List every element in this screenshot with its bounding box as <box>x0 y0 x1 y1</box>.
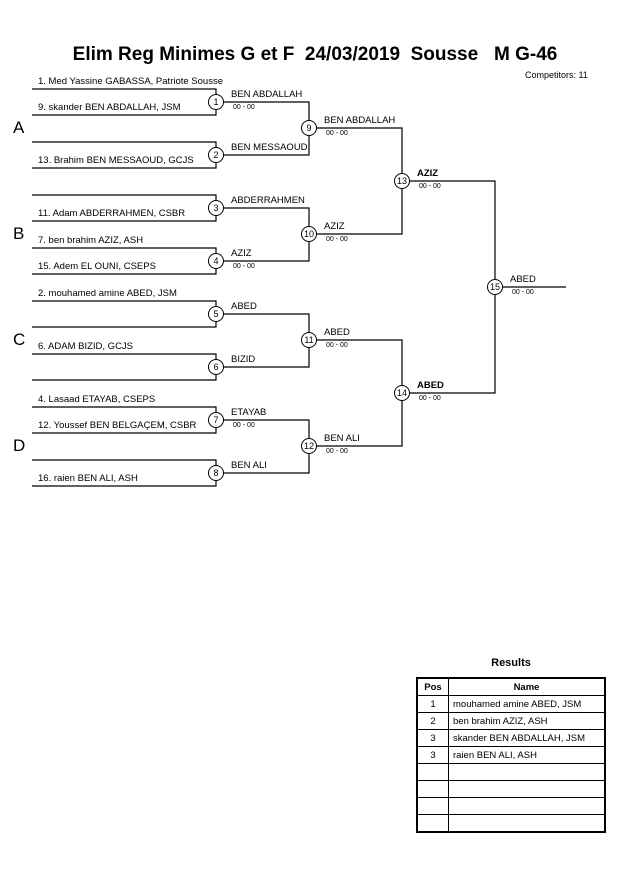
match-number: 12 <box>301 438 317 454</box>
match-score: 00 - 00 <box>233 422 255 429</box>
result-name <box>448 763 606 781</box>
result-pos <box>416 797 449 815</box>
match-score: 00 - 00 <box>326 448 348 455</box>
entrant-label: 16. raien BEN ALI, ASH <box>38 473 138 484</box>
entrant-label: 4. Lasaad ETAYAB, CSEPS <box>38 394 156 405</box>
entrant-label: 11. Adam ABDERRAHMEN, CSBR <box>38 208 186 219</box>
entrant-label: 9. skander BEN ABDALLAH, JSM <box>38 102 181 113</box>
bracket-line <box>216 313 310 368</box>
result-pos: 3 <box>416 746 449 764</box>
competitors-count: Competitors: 11 <box>525 70 588 80</box>
match-number: 1 <box>208 94 224 110</box>
match-score: 00 - 00 <box>512 289 534 296</box>
match-winner: BEN ABDALLAH <box>231 89 303 100</box>
table-header-row: Pos Name <box>416 677 606 696</box>
match-number: 9 <box>301 120 317 136</box>
match-number: 11 <box>301 332 317 348</box>
match-score: 00 - 00 <box>419 395 441 402</box>
match-winner: BEN ABDALLAH <box>324 115 396 126</box>
match-number: 3 <box>208 200 224 216</box>
entrant-label: 7. ben brahim AZIZ, ASH <box>38 235 144 246</box>
table-row <box>416 797 606 815</box>
result-pos: 2 <box>416 712 449 730</box>
match-winner: BEN ALI <box>231 460 267 471</box>
match-number: 8 <box>208 465 224 481</box>
column-header-name: Name <box>448 677 606 696</box>
group-letter-a: A <box>13 118 25 137</box>
match-winner: ABED <box>417 380 444 391</box>
match-number: 4 <box>208 253 224 269</box>
match-number: 14 <box>394 385 410 401</box>
match-number: 15 <box>487 279 503 295</box>
bracket-line <box>402 180 496 394</box>
match-winner: ABED <box>324 327 350 338</box>
result-name: ben brahim AZIZ, ASH <box>448 712 606 730</box>
bracket-line <box>309 127 403 235</box>
result-name: skander BEN ABDALLAH, JSM <box>448 729 606 747</box>
entrant-label: 12. Youssef BEN BELGAÇEM, CSBR <box>38 420 197 431</box>
match-number: 10 <box>301 226 317 242</box>
match-winner: ABED <box>510 274 536 285</box>
match-winner: AZIZ <box>417 168 439 179</box>
result-pos: 3 <box>416 729 449 747</box>
column-header-pos: Pos <box>416 677 449 696</box>
match-number: 5 <box>208 306 224 322</box>
match-winner: ABED <box>231 301 257 312</box>
match-score: 00 - 00 <box>419 183 441 190</box>
match-winner: BIZID <box>231 354 256 365</box>
match-winner: ABDERRAHMEN <box>231 195 305 206</box>
result-name <box>448 780 606 798</box>
match-number: 13 <box>394 173 410 189</box>
result-pos <box>416 763 449 781</box>
match-score: 00 - 00 <box>326 236 348 243</box>
result-pos <box>416 780 449 798</box>
entrant-label: 1. Med Yassine GABASSA, Patriote Sousse <box>38 76 223 87</box>
table-row <box>416 780 606 798</box>
entrant-label: 15. Adem EL OUNI, CSEPS <box>38 261 156 272</box>
result-name: raien BEN ALI, ASH <box>448 746 606 764</box>
match-winner: AZIZ <box>324 221 345 232</box>
match-winner: AZIZ <box>231 248 252 259</box>
match-number: 6 <box>208 359 224 375</box>
entrant-label: 2. mouhamed amine ABED, JSM <box>38 288 177 299</box>
result-name <box>448 797 606 815</box>
match-number: 2 <box>208 147 224 163</box>
entrant-label: 6. ADAM BIZID, GCJS <box>38 341 134 352</box>
result-pos: 1 <box>416 695 449 713</box>
bracket-line <box>32 353 217 381</box>
result-name: mouhamed amine ABED, JSM <box>448 695 606 713</box>
match-winner: BEN MESSAOUD <box>231 142 308 153</box>
match-score: 00 - 00 <box>326 342 348 349</box>
bracket-line <box>216 207 310 262</box>
bracket-line <box>32 300 217 328</box>
result-pos <box>416 814 449 833</box>
group-letter-b: B <box>13 224 25 243</box>
match-winner: BEN ALI <box>324 433 360 444</box>
page-title: Elim Reg Minimes G et F 24/03/2019 Souss… <box>72 44 558 65</box>
result-name <box>448 814 606 833</box>
table-row <box>416 763 606 781</box>
match-score: 00 - 00 <box>233 263 255 270</box>
table-row <box>416 814 606 833</box>
entrant-label: 13. Brahim BEN MESSAOUD, GCJS <box>38 155 194 166</box>
match-score: 00 - 00 <box>326 130 348 137</box>
match-score: 00 - 00 <box>233 104 255 111</box>
match-winner: ETAYAB <box>231 407 267 418</box>
group-letter-d: D <box>13 436 26 455</box>
group-letter-c: C <box>13 330 26 349</box>
match-number: 7 <box>208 412 224 428</box>
results-title: Results <box>491 657 531 669</box>
bracket-line <box>309 339 403 447</box>
